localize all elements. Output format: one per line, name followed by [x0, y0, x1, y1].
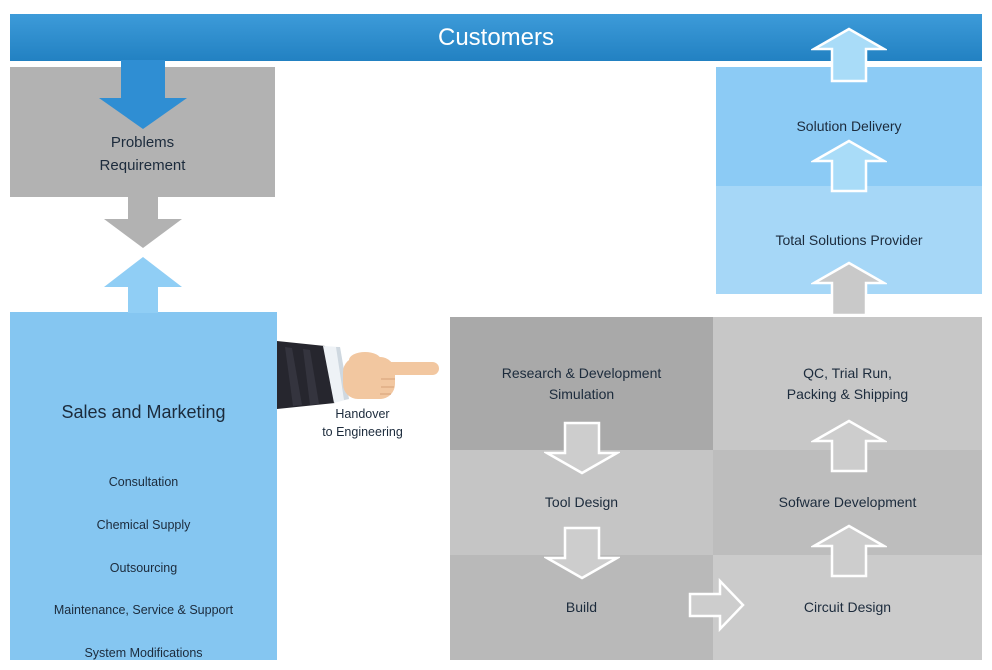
customers-banner-label: Customers	[437, 23, 555, 51]
build-label: Build	[565, 599, 598, 615]
problems-requirement-box: Problems Requirement	[10, 67, 275, 197]
sales-services-list: Consultation Chemical Supply Outsourcing…	[10, 473, 277, 663]
service-item-consultation: Consultation	[108, 475, 179, 489]
pointing-hand-icon	[277, 341, 439, 409]
arrow-rd-to-tool-design-icon	[544, 421, 620, 475]
arrow-total-to-solution-delivery-icon	[811, 139, 887, 193]
arrow-solution-to-customers-icon	[811, 27, 887, 83]
tool-design-label: Tool Design	[544, 494, 619, 510]
total-solutions-provider-label: Total Solutions Provider	[775, 231, 923, 248]
solution-delivery-label: Solution Delivery	[796, 118, 902, 134]
service-item-system-modifications: System Modifications	[84, 646, 203, 660]
arrow-problems-down-icon	[104, 197, 182, 248]
sales-and-marketing-title: Sales and Marketing	[61, 402, 226, 422]
sales-and-marketing-box: Sales and Marketing Consultation Chemica…	[10, 312, 277, 660]
circuit-design-label: Circuit Design	[803, 599, 892, 615]
service-item-outsourcing: Outsourcing	[109, 560, 178, 575]
problems-requirement-label: Problems Requirement	[99, 134, 186, 174]
research-development-label: Research & Development Simulation	[501, 364, 662, 402]
arrow-customers-to-problems-icon	[99, 60, 187, 129]
arrow-sales-up-icon	[104, 257, 182, 313]
service-item-chemical-supply: Chemical Supply	[96, 517, 191, 532]
arrow-build-to-circuit-design-icon	[688, 578, 745, 632]
handover-caption: Handover to Engineering	[322, 407, 403, 439]
arrow-qc-to-total-solutions-icon	[811, 261, 887, 317]
software-development-label: Sofware Development	[778, 494, 917, 510]
service-item-maintenance: Maintenance, Service & Support	[53, 603, 234, 618]
arrow-tool-design-to-build-icon	[544, 526, 620, 580]
customers-banner: Customers	[10, 14, 982, 61]
qc-trial-run-label: QC, Trial Run, Packing & Shipping	[786, 364, 909, 402]
arrow-circuit-to-software-icon	[811, 524, 887, 578]
arrow-software-to-qc-icon	[811, 419, 887, 473]
